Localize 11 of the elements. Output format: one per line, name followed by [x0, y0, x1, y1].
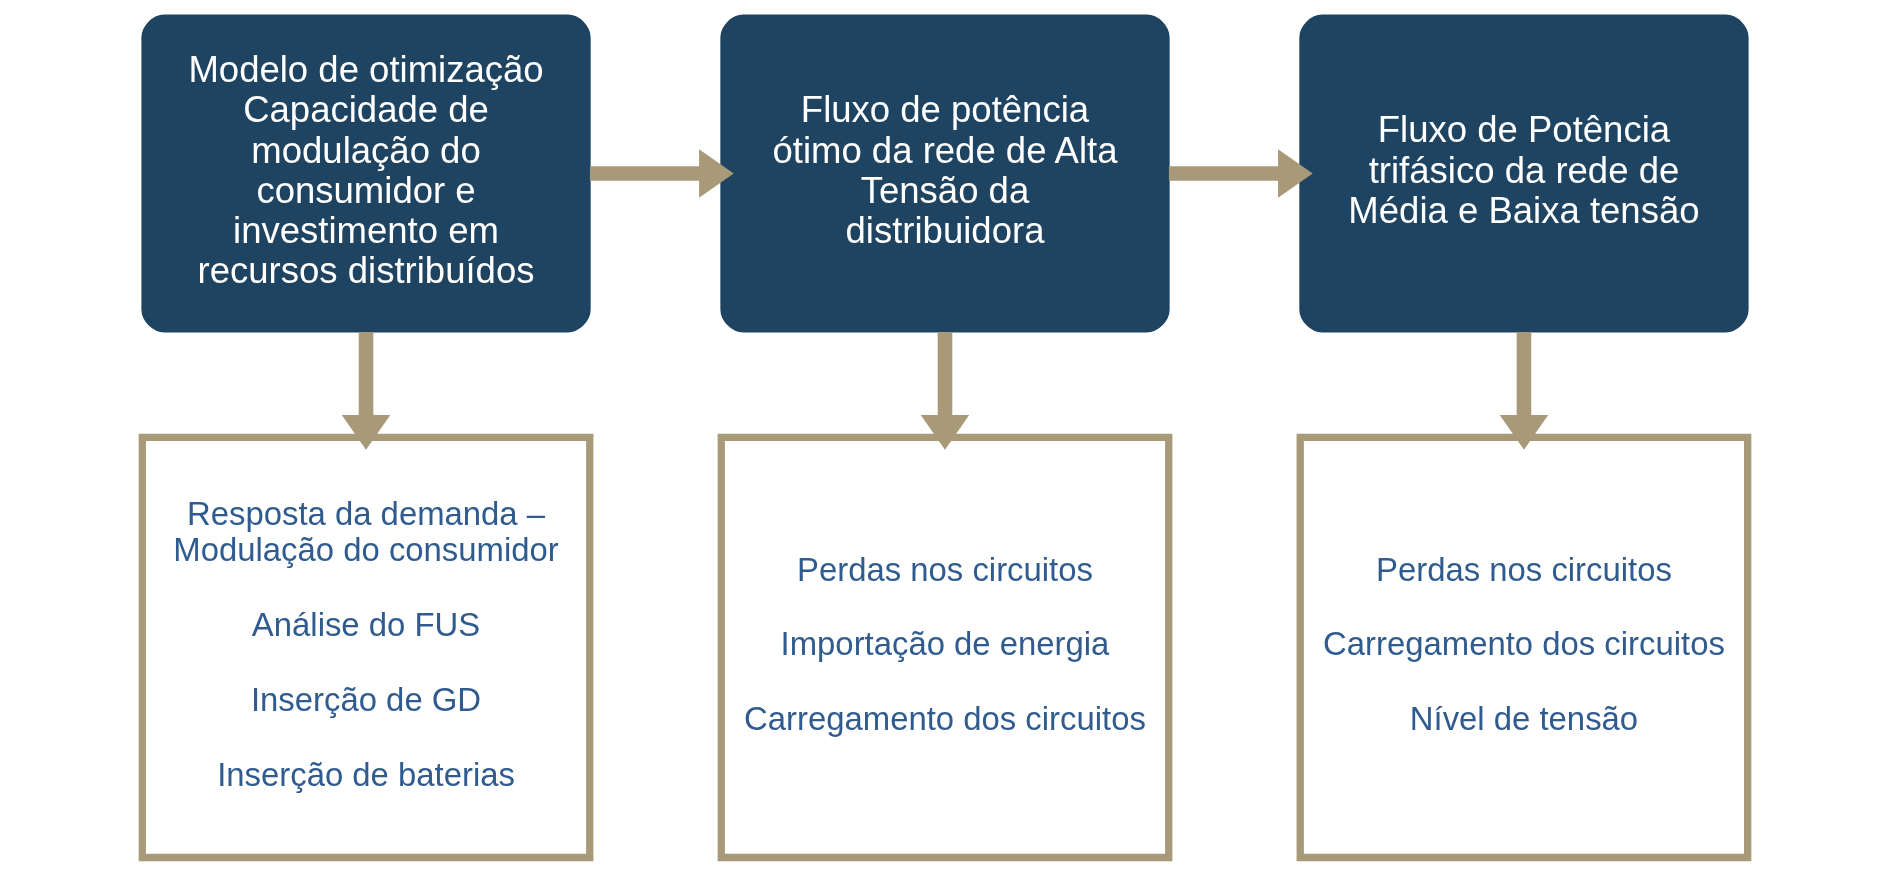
arrow [341, 331, 391, 450]
node-box: Resposta da demanda – Modulação do consumidor Análise do FUS Inserção de GD Inserção de baterias [138, 433, 594, 862]
node-box: Perdas nos circuitos Importação de energia Carregamento dos circuitos [717, 433, 1173, 862]
arrow [1168, 149, 1313, 198]
node-box: Modelo de otimização Capacidade de modulação do consumidor e investimento em recursos distribuídos [141, 14, 591, 333]
node-box: Perdas nos circuitos Carregamento dos circuitos Nível de tensão [1296, 433, 1752, 862]
node-box: Fluxo de potência ótimo da rede de Alta Tensão da distribuidora [720, 14, 1170, 333]
node-box: Fluxo de Potência trifásico da rede de Média e Baixa tensão [1299, 14, 1749, 333]
arrow [920, 331, 970, 450]
arrow [589, 149, 734, 198]
arrow [1499, 331, 1549, 450]
